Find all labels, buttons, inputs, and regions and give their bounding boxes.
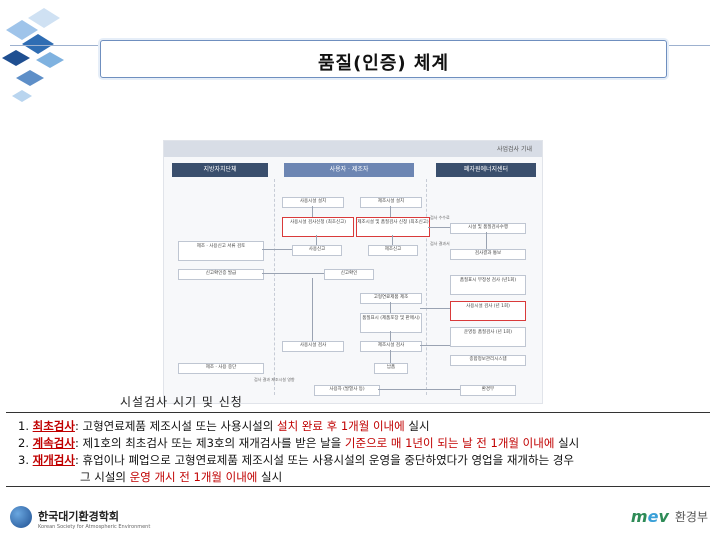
mev-letter: e <box>647 507 659 526</box>
flow-box: 시설 및 품질검사수행 <box>450 223 526 234</box>
note-number: 1. <box>18 419 29 433</box>
inspection-flowchart: 사업검사 기내 지방자치단체 사용자 · 제조자 폐자원에너지센터 제조 · 사… <box>163 140 543 404</box>
flow-box: 제조 · 사용신고 서류 검토 <box>178 241 264 261</box>
title-banner: 품질(인증) 체계 <box>100 40 667 78</box>
column-header-local-gov: 지방자치단체 <box>172 163 268 177</box>
connector <box>420 345 450 346</box>
flow-box: 제조신고 <box>368 245 418 256</box>
page-title: 품질(인증) 체계 <box>317 53 450 74</box>
connector <box>390 302 391 313</box>
note-highlight: 설치 완료 후 1개월 이내에 <box>276 419 405 433</box>
flow-box: 제조시설 설치 <box>360 197 422 208</box>
note-number: 3. <box>18 453 29 467</box>
flow-box: 신고확인증 발급 <box>178 269 264 280</box>
top-divider <box>6 412 710 413</box>
note-term: 최초검사 <box>32 419 75 433</box>
org-logo: 한국대기환경학회 Korean Society for Atmospheric … <box>10 505 151 530</box>
column-header-user-maker: 사용자 · 제조자 <box>284 163 414 177</box>
note-text: : 휴업이나 폐업으로 고형연료제품 제조시설 또는 사용시설의 운영을 중단하… <box>74 453 574 467</box>
connector <box>316 235 317 245</box>
connector <box>428 227 450 228</box>
flow-box: 사용시설 검사 <box>282 341 344 352</box>
flow-box: 사용신고 <box>292 245 342 256</box>
flow-box: 신고확인 <box>324 269 374 280</box>
connector <box>312 278 313 341</box>
lane-divider <box>274 179 275 395</box>
mev-letter: v <box>658 507 669 526</box>
ministry-logo: mev 환경부 <box>631 507 708 526</box>
flow-box: 제조 · 사용 중단 <box>178 363 264 374</box>
flow-box: 환경부 <box>460 385 516 396</box>
diagram-header-strip <box>164 141 542 157</box>
note-term: 재개검사 <box>32 453 75 467</box>
diagram-title: 사업검사 기내 <box>496 146 532 153</box>
note-text: : 제1호의 최초검사 또는 제3호의 재개검사를 받은 날을 <box>74 436 345 450</box>
connector <box>262 273 324 274</box>
org-name: 한국대기환경학회 <box>38 509 119 523</box>
column-header-energy-center: 폐자원에너지센터 <box>436 163 536 177</box>
connector <box>486 232 487 249</box>
note-number: 2. <box>18 436 29 450</box>
note-text: 실시 <box>554 436 580 450</box>
note-highlight: 기준으로 매 1년이 되는 날 전 1개월 이내에 <box>344 436 555 450</box>
diagram-caption: 시설검사 시기 및 신청 <box>120 395 243 409</box>
connector <box>378 389 460 390</box>
note-text: 실시 <box>404 419 430 433</box>
flow-box: 사용자 (발열사 등) <box>314 385 380 396</box>
flow-box-highlighted: 사용시설 검사 (년 1회) <box>450 301 526 321</box>
flow-note: 검사 수수료 <box>430 215 450 220</box>
inspection-notes: 1. 최초검사: 고형연료제품 제조시설 또는 사용시설의 설치 완료 후 1개… <box>18 418 708 486</box>
flow-box: 고형연료제품 제조 <box>360 293 422 304</box>
globe-icon <box>10 506 32 528</box>
flow-box: 검사결과 통보 <box>450 249 526 260</box>
flow-box-highlighted: 사용시설 검사신청 (최초신고) <box>282 217 354 237</box>
flow-box: 품질표시 (제품포장 및 판매시) <box>360 313 422 333</box>
connector <box>312 206 313 217</box>
ministry-name: 환경부 <box>674 510 708 524</box>
connector <box>262 249 292 250</box>
flow-box: 운영등 품질검사 (년 1회) <box>450 327 526 347</box>
flow-box-highlighted: 제조시설 및 품질검사 신청 (최초신고) <box>356 217 430 237</box>
bottom-divider <box>6 486 710 487</box>
mev-letter: m <box>630 507 648 526</box>
note-text: 그 시설의 <box>80 470 130 484</box>
connector <box>390 331 391 341</box>
mev-logo-icon: mev <box>631 507 669 526</box>
note-term: 계속검사 <box>32 436 75 450</box>
flow-box: 사용시설 설치 <box>282 197 344 208</box>
note-item: 3. 재개검사: 휴업이나 폐업으로 고형연료제품 제조시설 또는 사용시설의 … <box>18 452 708 469</box>
connector <box>390 350 391 363</box>
flow-box: 제조시설 검사 <box>360 341 422 352</box>
flow-note: 검사 결과 제조시설 영향 <box>254 377 295 382</box>
connector <box>420 308 450 309</box>
flow-box: 납품 <box>374 363 408 374</box>
note-item: 1. 최초검사: 고형연료제품 제조시설 또는 사용시설의 설치 완료 후 1개… <box>18 418 708 435</box>
connector <box>392 235 393 245</box>
note-text: 실시 <box>257 470 283 484</box>
flow-box: 종합정보관리시스템 <box>450 355 526 366</box>
note-item-continuation: 그 시설의 운영 개시 전 1개월 이내에 실시 <box>18 469 708 486</box>
note-text: : 고형연료제품 제조시설 또는 사용시설의 <box>74 419 277 433</box>
flow-note: 검사 결과서 <box>430 241 450 246</box>
flow-box: 품질표시 부정성 검사 (년1회) <box>450 275 526 295</box>
note-highlight: 운영 개시 전 1개월 이내에 <box>129 470 258 484</box>
org-subtitle: Korean Society for Atmospheric Environme… <box>38 523 151 530</box>
note-item: 2. 계속검사: 제1호의 최초검사 또는 제3호의 재개검사를 받은 날을 기… <box>18 435 708 452</box>
lane-divider <box>426 179 427 395</box>
cube-logo-icon <box>2 8 64 102</box>
connector <box>390 206 391 217</box>
